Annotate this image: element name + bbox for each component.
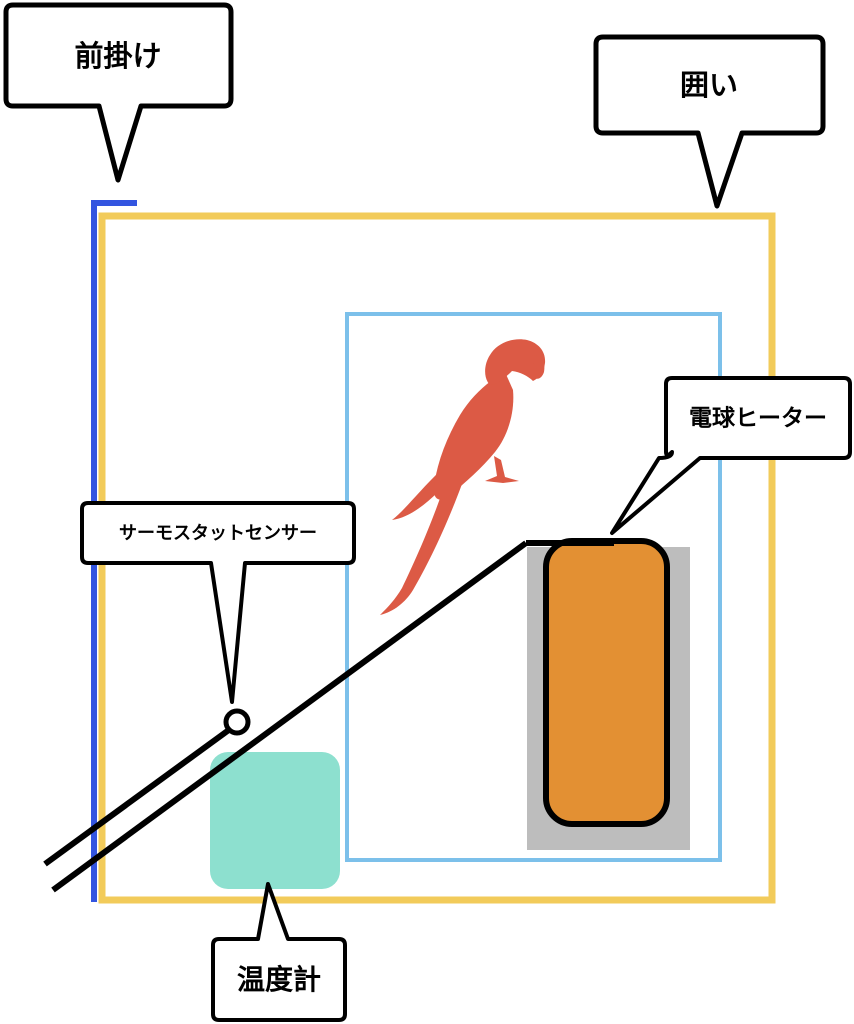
front-cover-label: 前掛け — [74, 39, 161, 73]
thermometer-box — [210, 752, 340, 889]
thermometer-label: 温度計 — [237, 963, 321, 996]
callout-thermometer-bubble — [211, 882, 347, 1022]
callout-enclosure: 囲い — [593, 34, 826, 209]
callout-bulb-heater-bubble — [610, 376, 852, 535]
thermostat-sensor-label: サーモスタットセンサー — [119, 523, 317, 544]
callout-thermostat-sensor-bubble — [80, 501, 356, 704]
bulb-heater — [543, 538, 670, 827]
callout-front-cover: 前掛け — [3, 2, 234, 183]
power-cable — [43, 540, 614, 893]
callout-thermostat-sensor: サーモスタットセンサー — [80, 501, 356, 704]
heater-cable-line — [51, 540, 528, 893]
callout-thermometer: 温度計 — [211, 882, 347, 1022]
cage-frame — [345, 312, 722, 862]
bulb-heater-label: 電球ヒーター — [689, 406, 827, 432]
callout-bulb-heater: 電球ヒーター — [610, 376, 852, 535]
sensor-cable-line — [43, 721, 239, 867]
thermostat-sensor-ring-icon — [223, 708, 251, 736]
callout-enclosure-bubble — [593, 34, 826, 209]
parrot-silhouette-icon — [380, 339, 546, 615]
enclosure-label: 囲い — [680, 68, 738, 102]
callout-front-cover-bubble — [3, 2, 234, 183]
front-cover-bar — [91, 200, 137, 902]
